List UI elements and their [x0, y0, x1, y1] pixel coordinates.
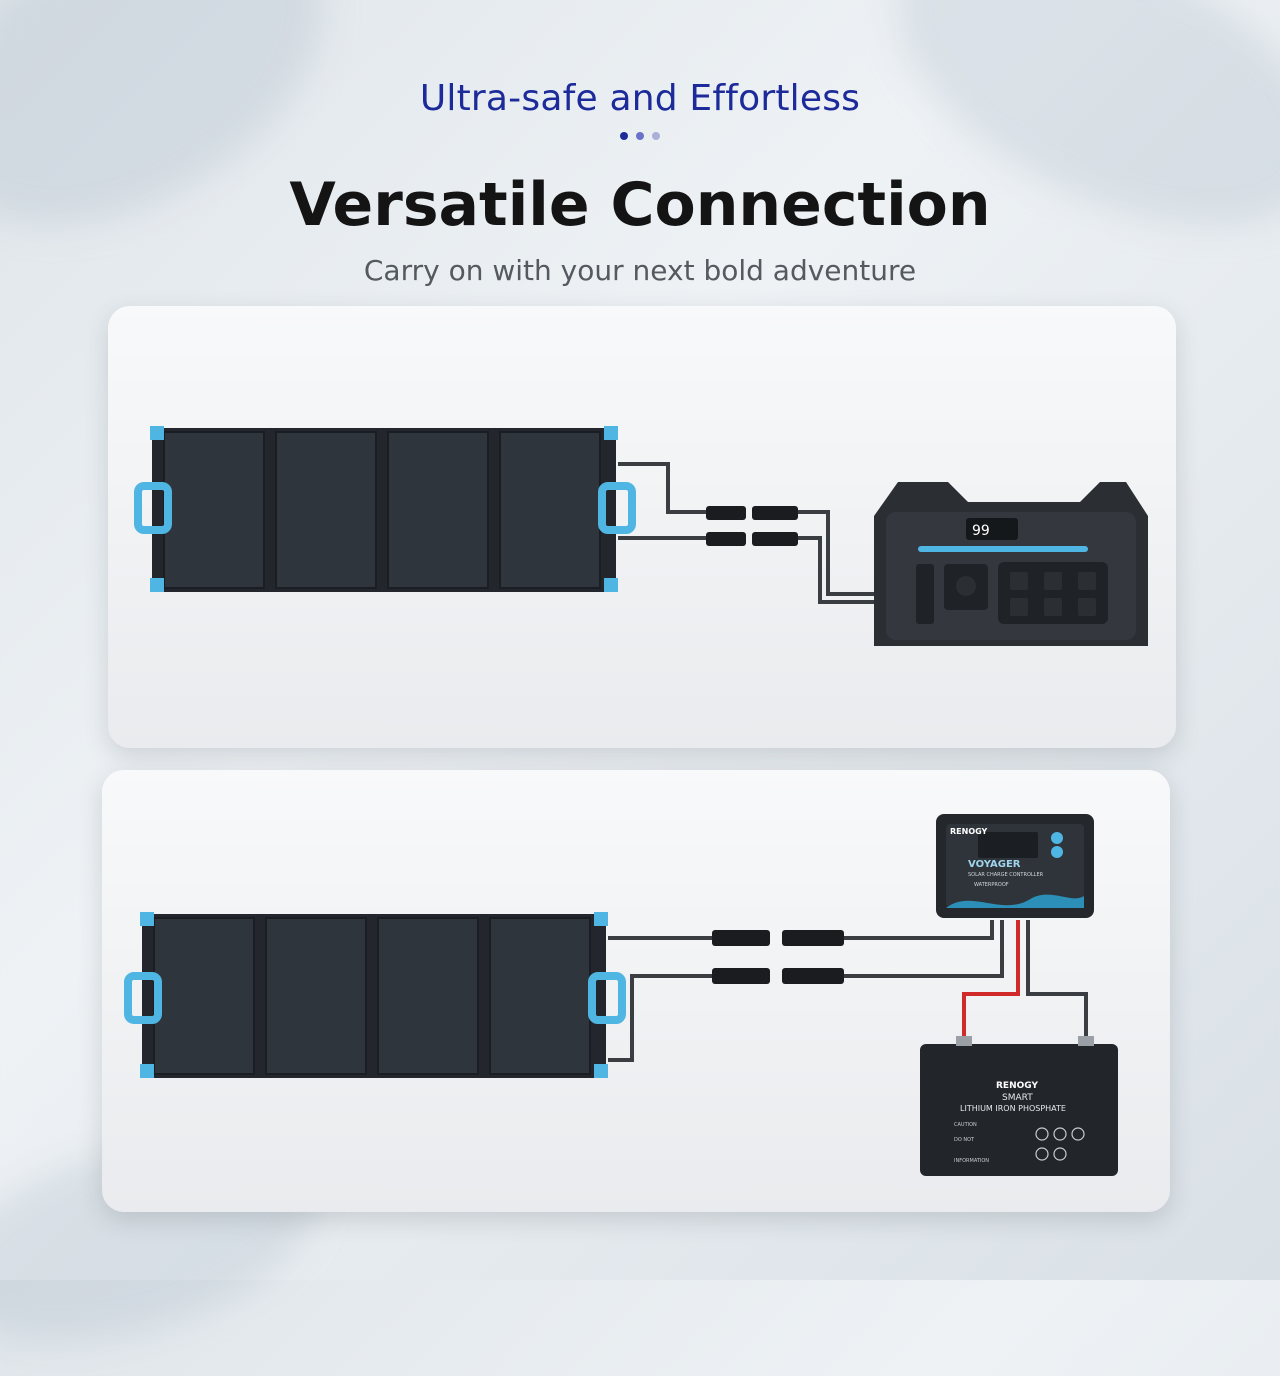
page-title: Versatile Connection [289, 170, 991, 240]
positive-cable [962, 920, 1020, 1046]
cable-set [608, 920, 1088, 1062]
mc4-connectors [712, 930, 844, 984]
controller-battery-setup-card: RENOGY VOYAGER SOLAR CHARGE CONTROLLER W… [102, 770, 1170, 1212]
battery-do-not-label: DO NOT [954, 1137, 975, 1143]
controller-battery-setup-illustration: RENOGY VOYAGER SOLAR CHARGE CONTROLLER W… [124, 814, 1118, 1176]
dot-1 [620, 132, 628, 140]
battery-information-label: INFORMATION [954, 1158, 989, 1164]
dot-2 [636, 132, 644, 140]
power-station-setup-card: 99 [108, 306, 1176, 748]
page-subtitle: Carry on with your next bold adventure [363, 254, 917, 287]
controller-badge: WATERPROOF [974, 882, 1009, 888]
charge-controller: RENOGY VOYAGER SOLAR CHARGE CONTROLLER W… [936, 814, 1094, 918]
eyebrow-heading: Ultra-safe and Effortless [419, 78, 861, 119]
portable-power-station: 99 [874, 482, 1148, 646]
dot-3 [652, 132, 660, 140]
battery-caution-label: CAUTION [954, 1122, 977, 1128]
background-leaf-shadow [0, 0, 377, 288]
controller-model-sub: SOLAR CHARGE CONTROLLER [968, 872, 1044, 878]
mc4-connectors [706, 506, 798, 546]
solar-panel [124, 912, 626, 1078]
carousel-dots [0, 132, 1280, 140]
controller-brand: RENOGY [950, 827, 988, 836]
lithium-battery: RENOGY SMART LITHIUM IRON PHOSPHATE CAUT… [920, 1036, 1118, 1176]
battery-brand: RENOGY [996, 1081, 1038, 1091]
battery-line-1: SMART [1002, 1093, 1033, 1103]
solar-panel [134, 426, 636, 592]
power-station-setup-illustration: 99 [134, 426, 1148, 646]
cable-set [618, 462, 876, 604]
power-station-display: 99 [972, 523, 990, 539]
battery-line-2: LITHIUM IRON PHOSPHATE [960, 1104, 1066, 1113]
controller-model: VOYAGER [968, 859, 1021, 870]
background-leaf-shadow [850, 0, 1280, 286]
